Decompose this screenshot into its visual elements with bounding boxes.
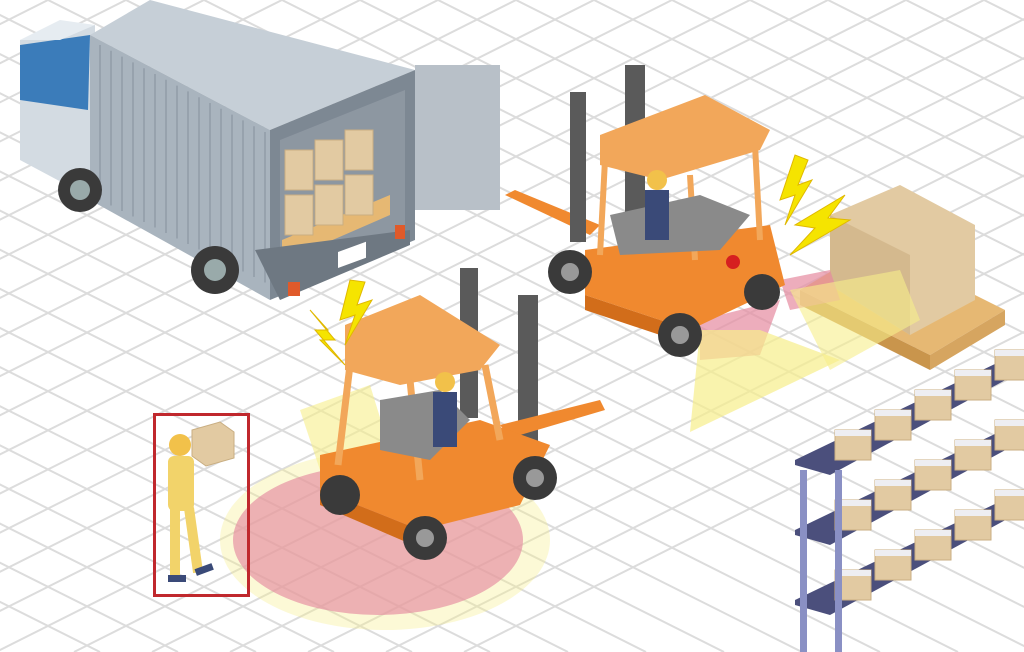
box-tape xyxy=(915,390,951,396)
forklift-icon xyxy=(320,268,605,560)
worker-icon xyxy=(168,421,235,582)
box-tape xyxy=(835,570,871,576)
sensor-beam xyxy=(790,270,920,370)
box-tape xyxy=(955,510,991,516)
box-tape xyxy=(915,530,951,536)
box-tape xyxy=(955,440,991,446)
grid-line xyxy=(0,170,959,652)
warning-lightning-icon xyxy=(309,309,346,366)
forklift-icon xyxy=(505,65,785,357)
grid-line xyxy=(0,209,881,652)
grid-line xyxy=(749,0,1024,139)
box-tape xyxy=(995,350,1024,356)
grid-line xyxy=(437,0,1024,296)
box-tape xyxy=(995,490,1024,496)
box-tape xyxy=(955,370,991,376)
box-tape xyxy=(835,500,871,506)
grid-line xyxy=(593,0,1024,217)
grid-line xyxy=(0,0,751,378)
grid-line xyxy=(0,0,829,417)
grid-line xyxy=(385,330,1024,652)
grid-line xyxy=(0,522,257,652)
grid-line xyxy=(671,0,1024,178)
grid-line xyxy=(515,0,1024,256)
storage-shelf-icon xyxy=(795,349,1024,652)
grid-line xyxy=(0,483,335,652)
box-tape xyxy=(875,550,911,556)
box-tape xyxy=(995,420,1024,426)
shelf-post xyxy=(800,470,807,652)
warning-lightning-icon xyxy=(339,279,374,346)
grid-line xyxy=(463,370,1024,652)
warning-lightning-icon xyxy=(789,194,852,256)
box-tape xyxy=(875,480,911,486)
grid-line xyxy=(0,0,985,495)
grid-line xyxy=(0,248,803,652)
warning-lightning-icon xyxy=(779,154,814,226)
delivery-truck-icon xyxy=(20,0,500,300)
sensor-beam xyxy=(690,330,840,432)
box-tape xyxy=(915,460,951,466)
box-tape xyxy=(875,410,911,416)
shelf-post xyxy=(835,470,842,652)
pallet-boxes xyxy=(800,185,1005,370)
worker-detection-box xyxy=(153,413,250,597)
box-tape xyxy=(835,430,871,436)
